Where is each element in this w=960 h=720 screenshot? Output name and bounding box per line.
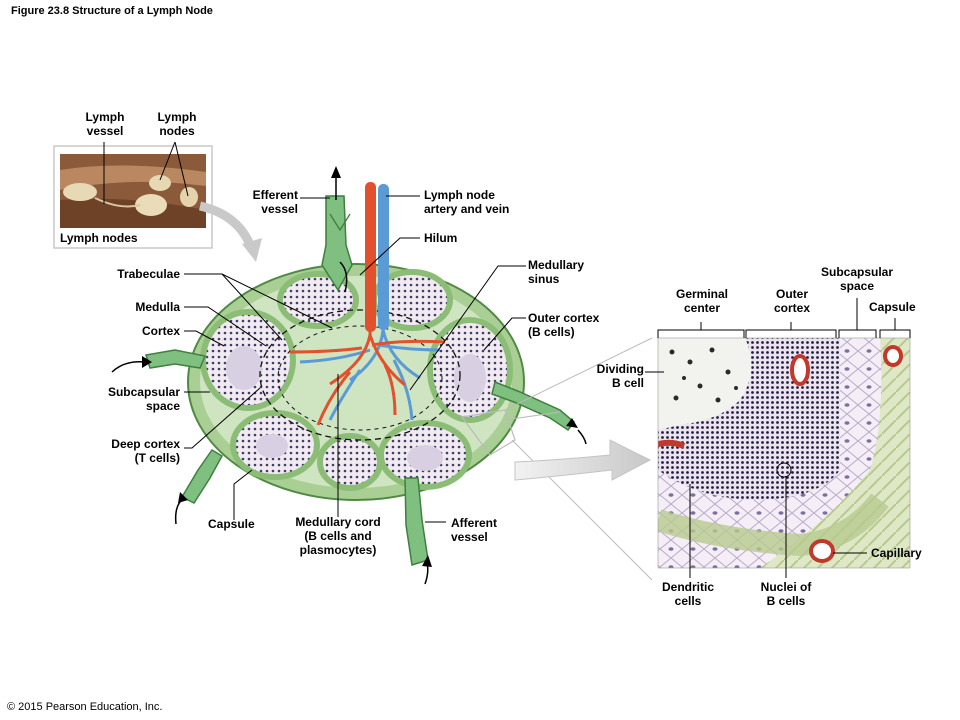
label-cortex: Cortex [141,324,180,338]
label-efferent-vessel: Efferent vessel [252,188,298,216]
photo-inset [53,145,213,249]
label-micro-outer-cortex: Outer cortex [773,287,811,315]
label-germinal-center: Germinal center [675,287,729,315]
micro-brackets [657,298,911,338]
lymph-node [187,263,525,501]
label-medulla: Medulla [135,300,180,314]
label-lymph-nodes: Lymph nodes [157,110,197,138]
copyright: © 2015 Pearson Education, Inc. [7,701,163,713]
photo-caption: Lymph nodes [60,231,138,245]
magnify-arrow [514,439,652,481]
label-lymph-vessel: Lymph vessel [85,110,125,138]
blood-vessels [289,182,446,426]
afferent-vessels [145,349,576,566]
label-hilum: Hilum [424,231,458,245]
label-dendritic-cells: Dendritic cells [661,580,714,608]
efferent-vessel [321,166,353,293]
figure-title: Figure 23.8 Structure of a Lymph Node [11,5,213,17]
label-capillary: Capillary [871,546,922,560]
label-medullary-cord: Medullary cord (B cells and plasmocytes) [295,515,381,557]
label-dividing-b-cell: Dividing B cell [596,362,644,390]
label-trabeculae: Trabeculae [117,267,180,281]
label-nuclei-b-cells: Nuclei of B cells [760,580,812,608]
label-capsule: Capsule [208,517,255,531]
label-micro-capsule: Capsule [869,300,916,314]
label-afferent-vessel: Afferent vessel [451,516,498,544]
label-outer-cortex: Outer cortex (B cells) [528,311,600,339]
label-micro-subcapsular: Subcapsular space [820,265,894,293]
micrograph [658,338,910,568]
label-deep-cortex: Deep cortex (T cells) [111,437,180,465]
label-artery-vein: Lymph node artery and vein [424,188,510,216]
label-medullary-sinus: Medullary sinus [528,258,585,286]
label-subcapsular-space: Subcapsular space [107,385,180,413]
